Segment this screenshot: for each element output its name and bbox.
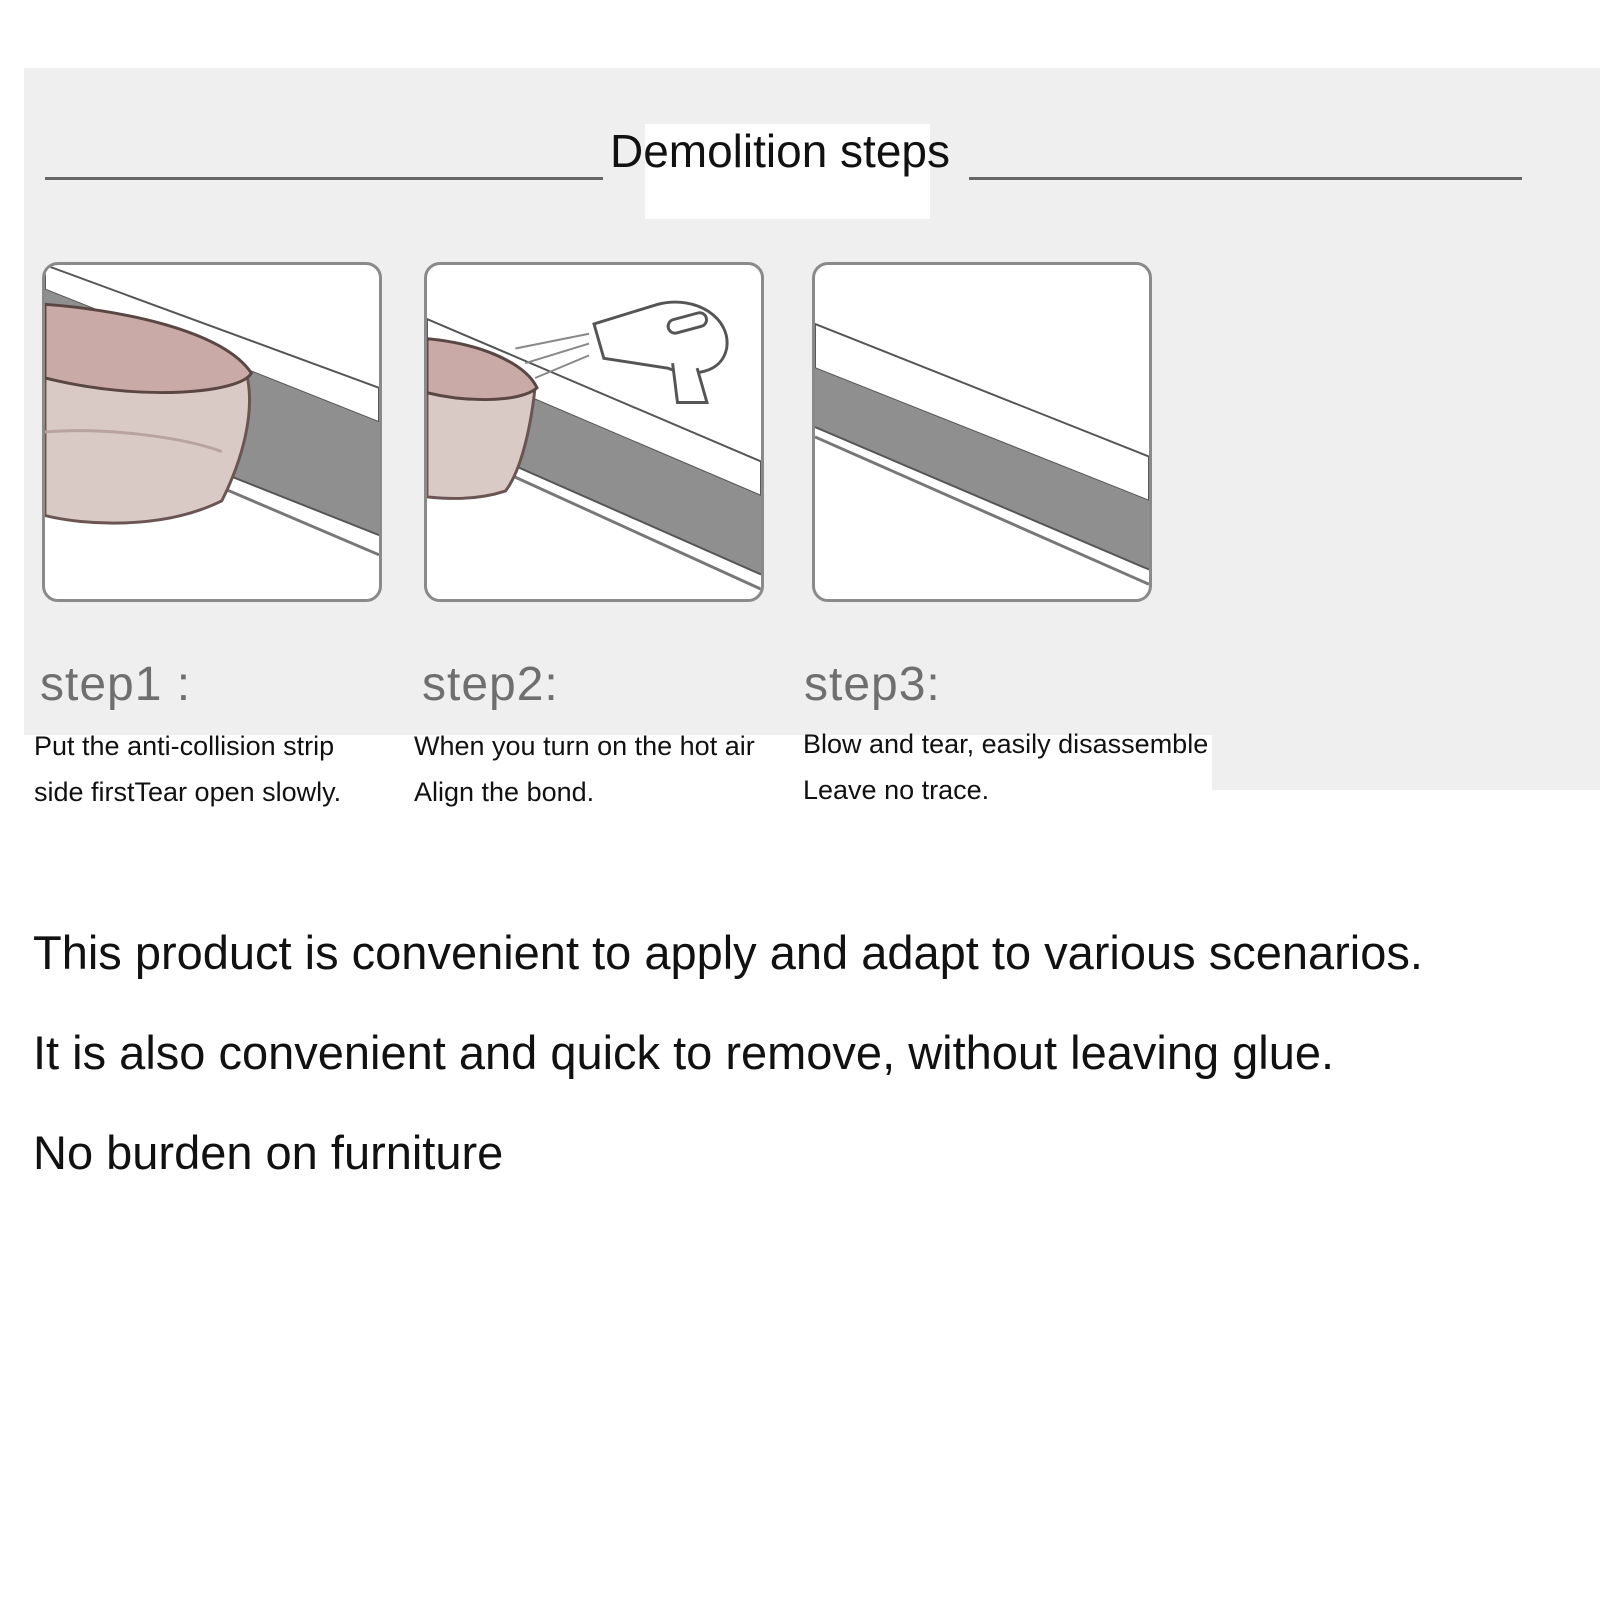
step1-label: step1 : [40, 658, 192, 711]
body-line-1: This product is convenient to apply and … [33, 926, 1423, 979]
step3-line2: Leave no trace. [803, 775, 990, 805]
step3-illustration [812, 262, 1152, 602]
body-line-2: It is also convenient and quick to remov… [33, 1026, 1335, 1079]
step2-description: When you turn on the hot air Align the b… [414, 723, 755, 815]
corner-guard-peeling-image [45, 265, 379, 560]
title-rule-left [45, 177, 603, 180]
step1-illustration [42, 262, 382, 602]
step3-description: Blow and tear, easily disassemble Leave … [803, 721, 1208, 813]
title-backdrop [645, 124, 930, 219]
body-line-3: No burden on furniture [33, 1126, 504, 1179]
step1-line1: Put the anti-collision strip [34, 731, 335, 761]
clean-strip-image [815, 322, 1149, 586]
step3-line1: Blow and tear, easily disassemble [803, 729, 1209, 759]
step2-illustration [424, 262, 764, 602]
step2-label: step2: [422, 658, 559, 711]
step2-line1: When you turn on the hot air [414, 731, 755, 761]
hair-dryer-heating-image [427, 300, 761, 591]
section-title: Demolition steps [609, 125, 951, 177]
step2-line2: Align the bond. [414, 777, 595, 807]
step1-line2: side firstTear open slowly. [34, 777, 342, 807]
description-area [24, 735, 1212, 870]
step3-label: step3: [804, 658, 941, 711]
title-rule-right [969, 177, 1522, 180]
step1-description: Put the anti-collision strip side firstT… [34, 723, 341, 815]
